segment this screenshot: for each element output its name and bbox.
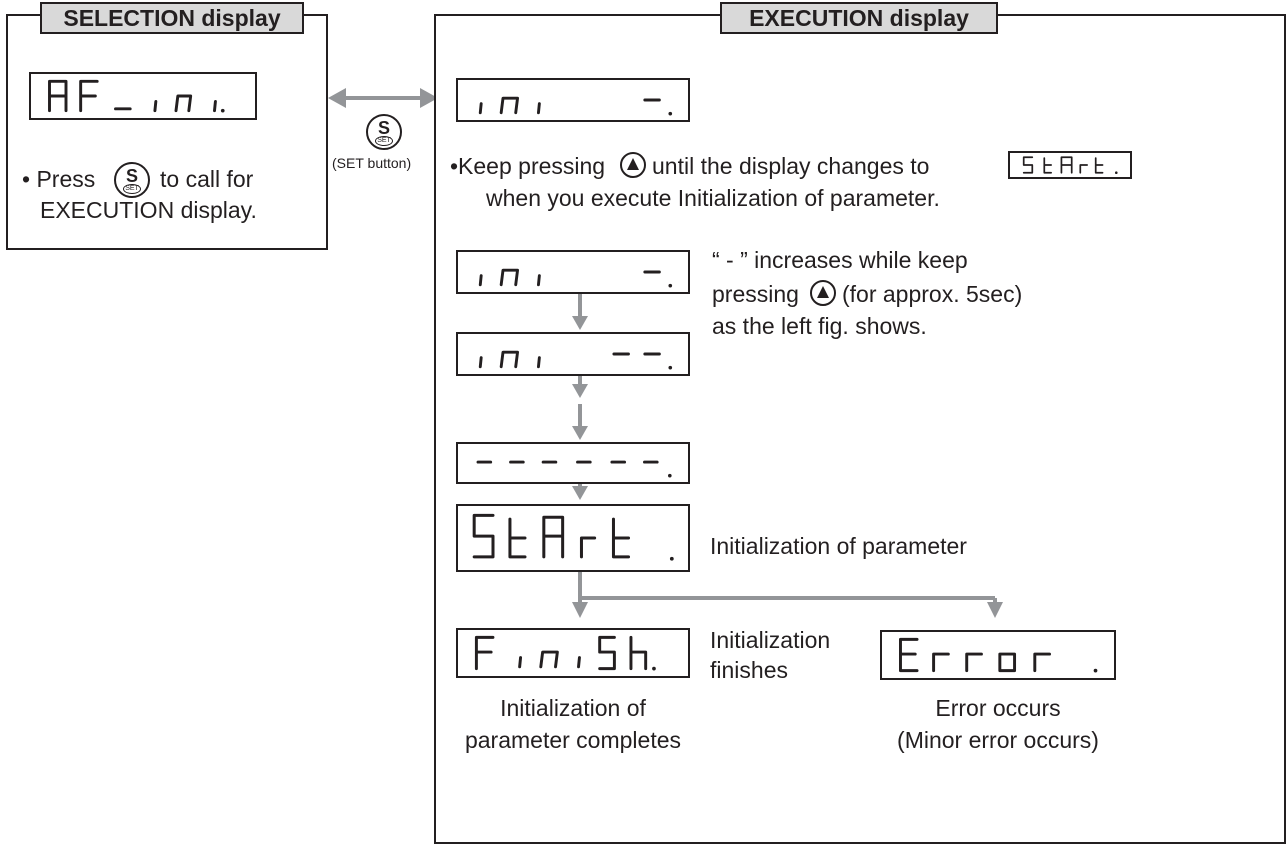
dash-note-line1: “ - ” increases while keep: [712, 247, 968, 273]
up-button-icon-2: [810, 280, 836, 306]
lcd-digits-error: [899, 637, 1098, 673]
selection-note: • Press: [22, 165, 95, 193]
inline-start-lcd: [1008, 151, 1132, 179]
selection-title: SELECTION display: [40, 2, 304, 34]
finish-side-line1: Initialization: [710, 627, 831, 653]
instruction-prefix: •Keep pressing: [450, 153, 606, 179]
error-caption-line1: Error occurs: [935, 695, 1061, 721]
set-button-sub-2: SET: [375, 136, 393, 146]
error-caption-line2: (Minor error occurs): [897, 727, 1099, 753]
start-label: Initialization of parameter: [710, 533, 967, 559]
execution-lcd-1: [456, 78, 690, 122]
lcd-digits-finish: [474, 635, 656, 671]
up-button-icon: [620, 152, 646, 178]
set-button-sub: SET: [123, 184, 141, 194]
step-lcd-d: [456, 504, 690, 572]
double-arrow-line: [342, 96, 420, 100]
dash-note-line3: as the left fig. shows.: [712, 313, 927, 339]
finish-lcd: [456, 628, 690, 678]
step-lcd-b: [456, 332, 690, 376]
set-button-caption: (SET button): [332, 155, 412, 171]
error-lcd: [880, 630, 1116, 680]
dash-note-line2-suffix: (for approx. 5sec): [842, 281, 1023, 307]
execution-title: EXECUTION display: [720, 2, 998, 34]
selection-lcd: [29, 72, 257, 120]
dash-note-line2-prefix: pressing: [712, 281, 799, 307]
double-arrow-heads: [328, 88, 438, 108]
selection-note-suffix: to call for: [160, 166, 254, 192]
selection-panel: [6, 14, 328, 250]
set-button-icon: S SET: [366, 114, 402, 150]
selection-note-prefix: • Press: [22, 166, 96, 192]
lcd-digits-ini-two-dash: [478, 350, 673, 370]
lcd-digits-start: [472, 513, 674, 561]
finish-side-line2: finishes: [710, 657, 788, 683]
set-button-symbol-2: S: [377, 118, 390, 138]
finish-caption-line2: parameter completes: [464, 727, 682, 753]
set-button-symbol: S: [125, 166, 138, 186]
finish-caption-line1: Initialization of: [500, 695, 646, 721]
lcd-digits-all-dash: [476, 460, 672, 478]
step-lcd-c: [456, 442, 690, 484]
instruction-mid: until the display changes to: [652, 153, 930, 179]
lcd-digits-af-ini: [48, 79, 225, 113]
set-button-icon-inline: S SET: [114, 162, 150, 198]
lcd-digits-start-inline: [1022, 156, 1118, 174]
instruction-line2: when you execute Initialization of param…: [486, 185, 940, 211]
selection-note-line2: EXECUTION display.: [40, 197, 257, 223]
step-lcd-a: [456, 250, 690, 294]
lcd-digits-ini-one-dash: [478, 268, 673, 288]
lcd-digits-ini-dash: [478, 96, 673, 116]
